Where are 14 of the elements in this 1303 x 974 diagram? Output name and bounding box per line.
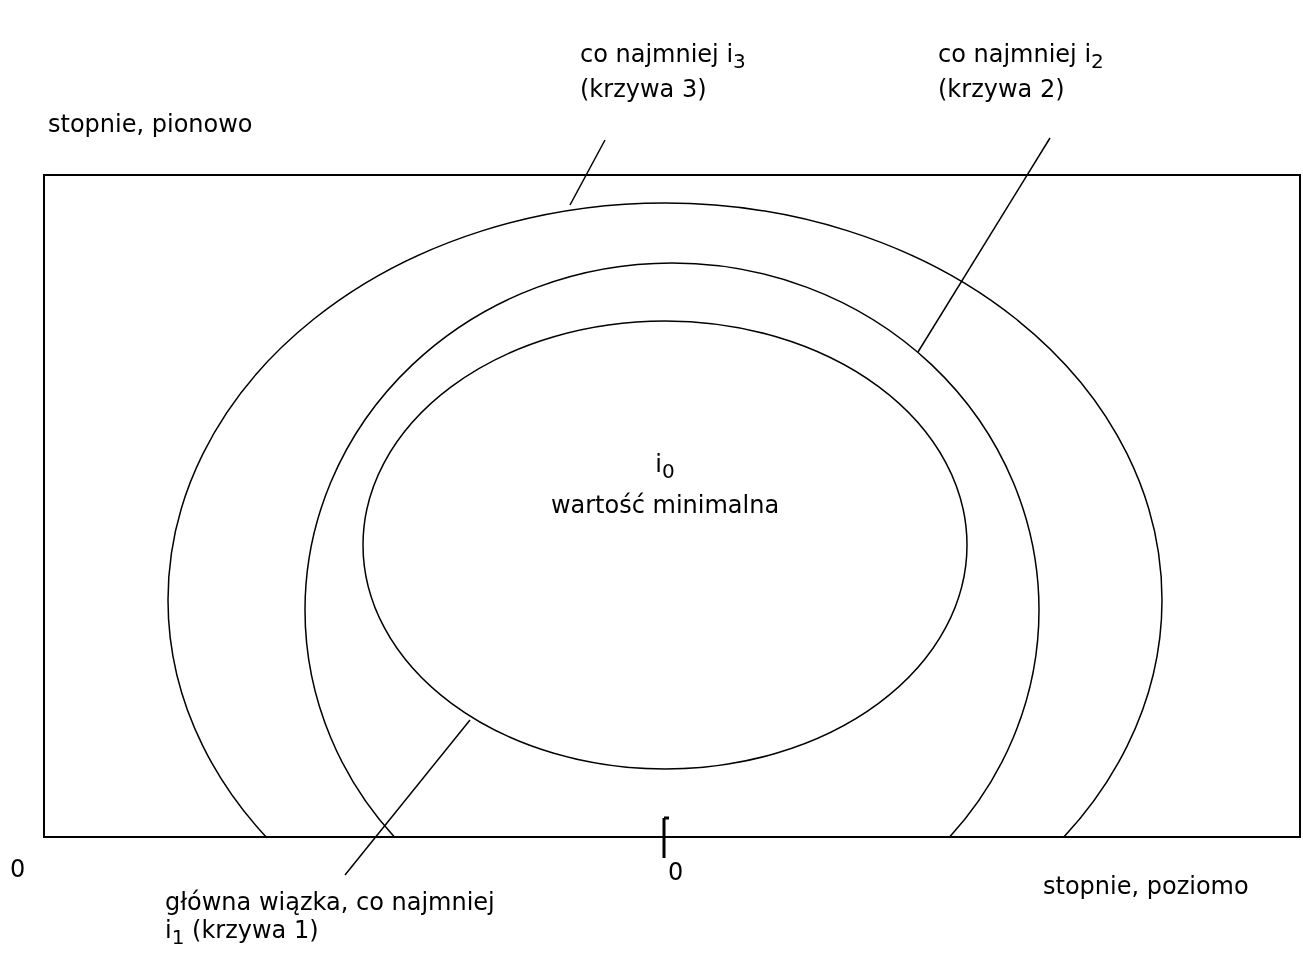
leader-line [569, 139, 606, 206]
axis-label: stopnie, pionowo [48, 110, 253, 138]
leader-line [917, 137, 1051, 353]
axis-label: stopnie, poziomo [1043, 872, 1249, 900]
callout-label: co najmniej i$_{2}$ (krzywa 2) [938, 40, 1198, 103]
ellipse-label: wartość minimalna [550, 490, 780, 519]
contour-curve [304, 262, 1040, 837]
axis-tick-label: 0 [668, 858, 684, 886]
axis-tick-label: 0 [10, 855, 26, 883]
contour-curve [167, 202, 1163, 837]
callout-label: główna wiązka, co najmniej i$_{1}$ (krzywa 1) [165, 888, 510, 951]
callout-label: co najmniej i$_{3}$ (krzywa 3) [580, 40, 840, 103]
symbol-label: i$_{0}$ [655, 450, 675, 478]
leader-line [344, 719, 471, 876]
